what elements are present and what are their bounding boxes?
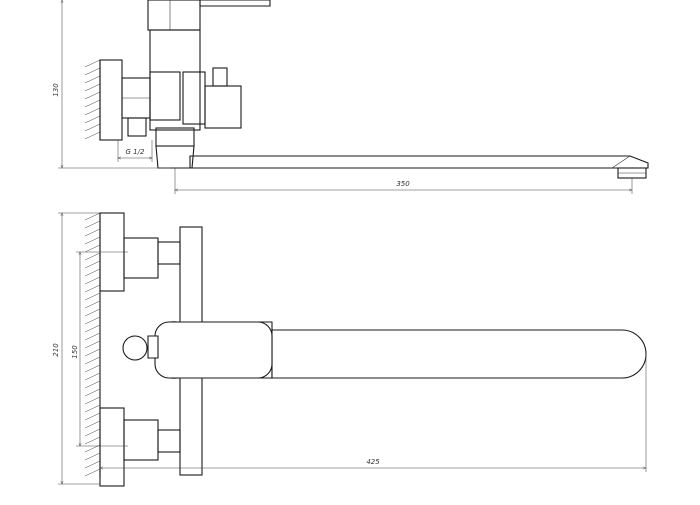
- nut-side: [127, 117, 147, 137]
- wall-flange-side: [99, 59, 123, 141]
- eccentric-lower: [123, 419, 159, 461]
- wall-flange-lower: [99, 407, 125, 487]
- dim-total-width: 425: [366, 458, 380, 466]
- dim-mount-spacing: 150: [71, 345, 79, 359]
- lever-top: [199, 0, 271, 7]
- spout-side: [189, 155, 649, 169]
- diverter-knob: [212, 67, 228, 87]
- lever-side: [147, 0, 201, 31]
- diverter-side: [204, 85, 242, 129]
- wall-hatch-plan: [84, 212, 101, 478]
- mixer-body-side: [149, 29, 201, 131]
- spout-base: [155, 127, 195, 147]
- side-view: 130 G 1/2 350: [52, 0, 649, 194]
- lever-knob: [122, 335, 148, 361]
- wall-hatch-top: [84, 59, 101, 140]
- dim-spout-length: 350: [396, 180, 410, 188]
- lever-plan: [154, 321, 273, 379]
- eccentric-upper: [123, 237, 159, 279]
- body-inner: [149, 71, 181, 121]
- nut-upper: [157, 241, 181, 265]
- nut-lower: [157, 429, 181, 453]
- dim-thread: G 1/2: [126, 148, 145, 156]
- spout-plan: [271, 329, 647, 379]
- spout-collar: [155, 145, 195, 169]
- dim-total-height: 210: [52, 343, 60, 357]
- plan-view: 210 150 425: [52, 212, 647, 487]
- dim-side-height: 130: [52, 83, 60, 97]
